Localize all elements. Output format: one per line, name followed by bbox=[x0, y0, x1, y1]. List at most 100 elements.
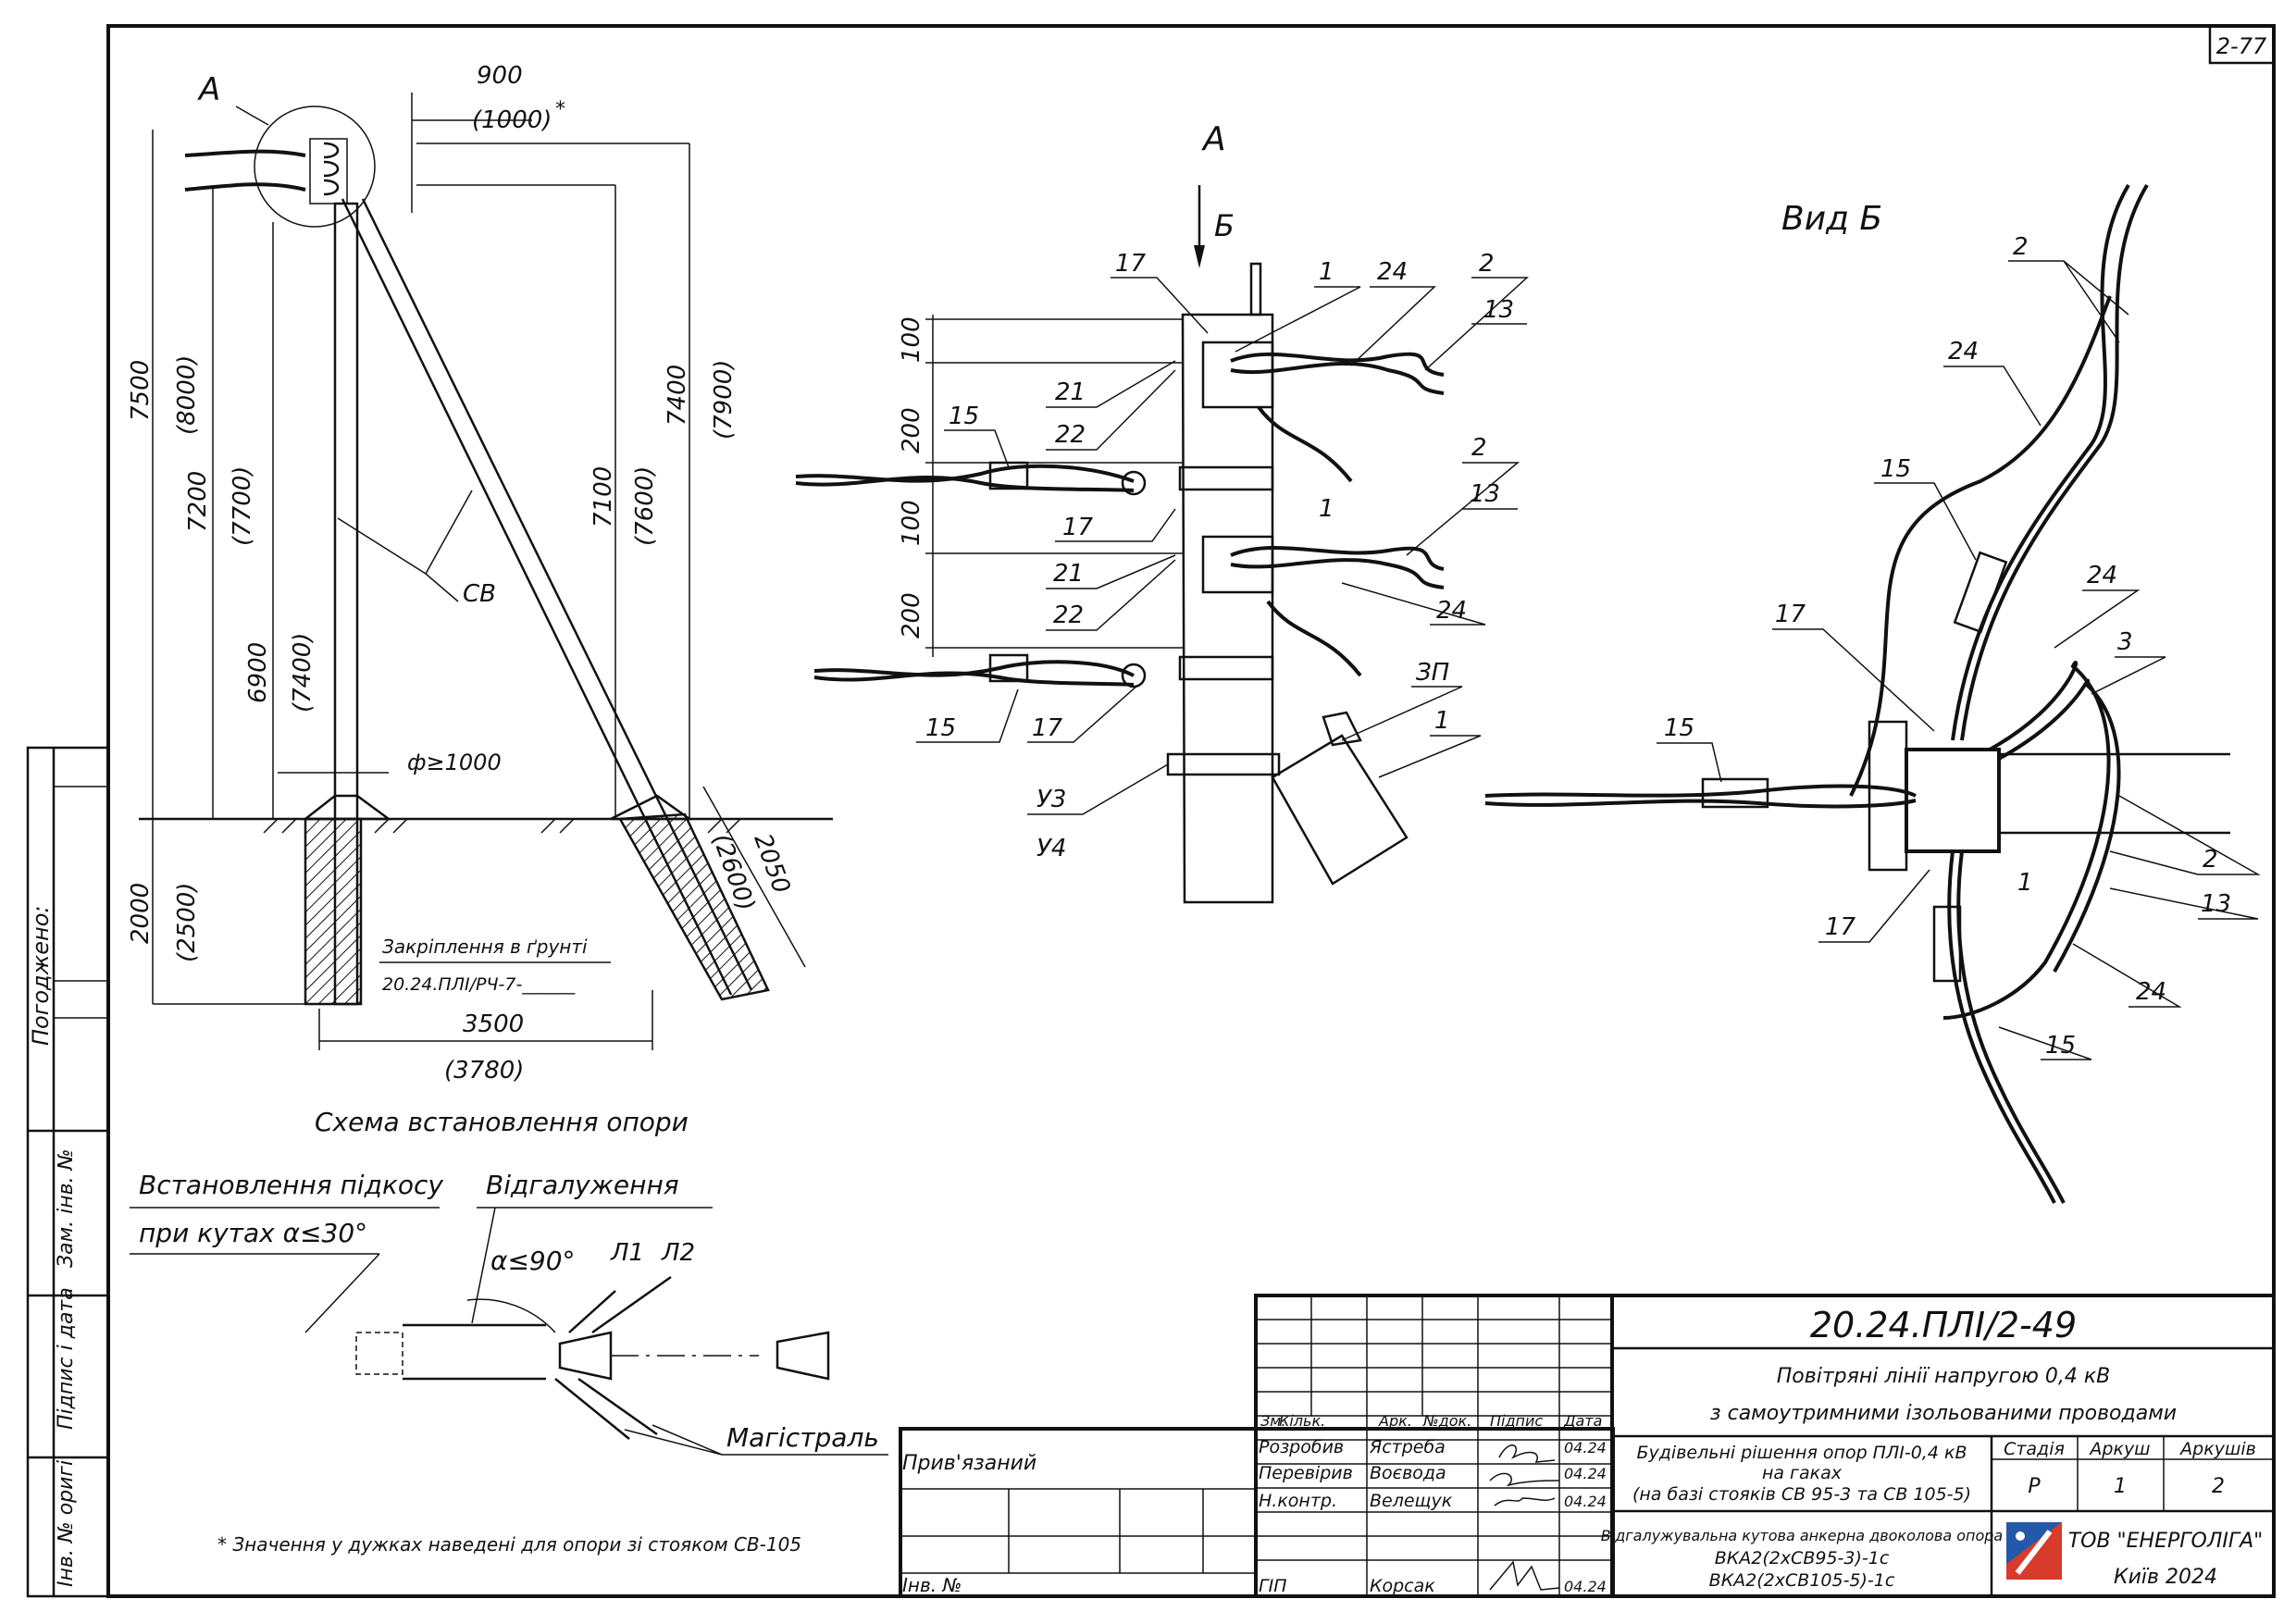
callout-a-17: 17 bbox=[1115, 250, 1147, 278]
branch-title: Відгалуження bbox=[486, 1170, 679, 1200]
drawing-3: ВКА2(2хСВ105-5)-1с bbox=[1709, 1570, 1895, 1591]
stage-value: Р bbox=[2028, 1475, 2041, 1498]
sheets-header: Аркушів bbox=[2178, 1439, 2256, 1459]
sheets-value: 2 bbox=[2212, 1475, 2225, 1498]
dim-100b: 100 bbox=[898, 500, 925, 546]
callout-a-17b: 17 bbox=[1062, 514, 1094, 541]
callout-a-1b: 1 bbox=[1319, 495, 1334, 523]
sheet-code-box bbox=[2208, 24, 2276, 65]
side-label-replaced-inv: Зам. інв. № bbox=[55, 1149, 78, 1269]
drawing-2: ВКА2(2хСВ95-3)-1с bbox=[1715, 1548, 1890, 1568]
callout-a-15b: 15 bbox=[925, 714, 956, 742]
callout-a-13: 13 bbox=[1483, 296, 1514, 324]
callout-a-17c: 17 bbox=[1032, 714, 1063, 742]
hdr-pidpys: Підпис bbox=[1490, 1412, 1543, 1430]
dim-200b: 200 bbox=[898, 592, 925, 638]
callout-a-2: 2 bbox=[1479, 250, 1495, 278]
ground-fixing-code: 20.24.ПЛІ/РЧ-7-______ bbox=[382, 974, 576, 995]
callout-b-13: 13 bbox=[2201, 890, 2231, 918]
dim-1000: (1000) bbox=[472, 106, 552, 134]
main-label: Магістраль bbox=[726, 1422, 879, 1453]
dim-2500: (2500) bbox=[173, 883, 201, 962]
callout-b-15b: 15 bbox=[1664, 714, 1694, 742]
sheet-header: Аркуш bbox=[2088, 1439, 2150, 1459]
callout-a-24b: 24 bbox=[1436, 597, 1467, 625]
row-role-1: Перевірив bbox=[1259, 1463, 1353, 1483]
title-1: Повітряні лінії напругою 0,4 кВ bbox=[1777, 1365, 2111, 1388]
row-date-2: 04.24 bbox=[1564, 1493, 1607, 1510]
angle-label: α≤90° bbox=[490, 1246, 576, 1276]
dim-7100: 7100 bbox=[590, 466, 617, 527]
row-name-2: Велещук bbox=[1370, 1491, 1453, 1511]
row-date-3: 04.24 bbox=[1564, 1578, 1607, 1595]
callout-b-2: 2 bbox=[2013, 233, 2029, 261]
callout-b-24b: 24 bbox=[2087, 562, 2117, 589]
dim-7900: (7900) bbox=[710, 360, 738, 440]
callout-b-15: 15 bbox=[1880, 455, 1911, 483]
stage-header: Стадія bbox=[2004, 1439, 2065, 1459]
install-scheme: А СВ 900 (1000) * 7500 (8000) 7200 (77 bbox=[127, 62, 833, 1137]
hdr-kilk: Кільк. bbox=[1279, 1412, 1325, 1430]
outer-frame bbox=[106, 24, 2276, 1598]
dim-7200: 7200 bbox=[184, 471, 212, 532]
hdr-ndok: №док. bbox=[1422, 1412, 1471, 1430]
dim-100a: 100 bbox=[898, 316, 925, 363]
callout-a-22b: 22 bbox=[1053, 601, 1084, 629]
dim-2050: 2050 bbox=[748, 830, 795, 897]
section-1: Будівельні рішення опор ПЛІ-0,4 кВ bbox=[1637, 1443, 1967, 1463]
sheet-code: 2-77 bbox=[2216, 33, 2267, 59]
callout-a-21: 21 bbox=[1055, 378, 1086, 406]
company-name: ТОВ "ЕНЕРГОЛІГА" bbox=[2068, 1530, 2264, 1553]
sheet-value: 1 bbox=[2114, 1475, 2127, 1498]
brace-branch-schemes: Встановлення підкосу при кутах α≤30° Від… bbox=[130, 1170, 888, 1556]
callout-b-1: 1 bbox=[2017, 869, 2033, 897]
view-a-label: А bbox=[197, 71, 220, 108]
callout-b-17: 17 bbox=[1775, 601, 1806, 628]
l1-label: Л1 bbox=[610, 1239, 644, 1267]
callout-b-2b: 2 bbox=[2203, 846, 2218, 874]
side-label-agreed: Погоджено: bbox=[28, 906, 54, 1046]
callout-a-15: 15 bbox=[949, 403, 979, 430]
row-role-0: Розробив bbox=[1259, 1437, 1344, 1457]
company-city: Київ 2024 bbox=[2114, 1566, 2217, 1589]
company-logo bbox=[2006, 1522, 2062, 1580]
arrow-b: Б bbox=[1214, 208, 1235, 243]
callout-a-zp: ЗП bbox=[1416, 659, 1449, 687]
title-block: Прив'язаний Інв. № Зм. Кільк. Арк. №док.… bbox=[899, 1294, 2276, 1598]
node-a: А Б bbox=[795, 120, 1529, 904]
callout-b-3: 3 bbox=[2117, 628, 2133, 656]
doc-code: 20.24.ПЛІ/2-49 bbox=[1810, 1305, 2077, 1345]
l2-label: Л2 bbox=[661, 1239, 695, 1267]
callout-a-u4: У4 bbox=[1036, 835, 1066, 862]
side-label-signature-date: Підпис і дата bbox=[55, 1287, 78, 1430]
hdr-ark: Арк. bbox=[1378, 1412, 1412, 1430]
title-2: з самоутримними ізольованими проводами bbox=[1710, 1402, 2177, 1425]
signatures bbox=[1489, 1444, 1560, 1591]
row-name-0: Ястреба bbox=[1369, 1437, 1446, 1457]
row-date-1: 04.24 bbox=[1564, 1465, 1607, 1482]
dim-7400b: 7400 bbox=[664, 365, 691, 426]
dim-phi: ф≥1000 bbox=[407, 750, 502, 775]
dim-7700: (7700) bbox=[229, 466, 256, 546]
callout-a-22: 22 bbox=[1055, 421, 1086, 449]
dim-2000: 2000 bbox=[127, 883, 155, 944]
attached-label: Прив'язаний bbox=[902, 1452, 1036, 1475]
footnote: * Значення у дужках наведені для опори з… bbox=[217, 1533, 801, 1556]
star-1: * bbox=[555, 98, 565, 121]
callout-a-2b: 2 bbox=[1471, 434, 1487, 462]
side-strip: Погоджено: Зам. інв. № Підпис і дата Інв… bbox=[26, 746, 110, 1598]
view-b-title: Вид Б bbox=[1781, 200, 1882, 238]
callout-b-17b: 17 bbox=[1825, 913, 1856, 941]
callout-b-24c: 24 bbox=[2136, 978, 2166, 1006]
callout-b-24: 24 bbox=[1948, 338, 1979, 366]
callout-a-24: 24 bbox=[1377, 258, 1408, 286]
install-caption: Схема встановлення опори bbox=[315, 1107, 689, 1137]
side-label-orig-inv: Інв. № оригі bbox=[55, 1460, 78, 1587]
dim-8000: (8000) bbox=[173, 355, 201, 435]
callout-a-21b: 21 bbox=[1053, 560, 1084, 588]
callout-a-1: 1 bbox=[1319, 258, 1334, 286]
inv-label: Інв. № bbox=[902, 1574, 962, 1596]
dim-3500: 3500 bbox=[463, 1010, 524, 1038]
dim-900: 900 bbox=[477, 62, 523, 90]
